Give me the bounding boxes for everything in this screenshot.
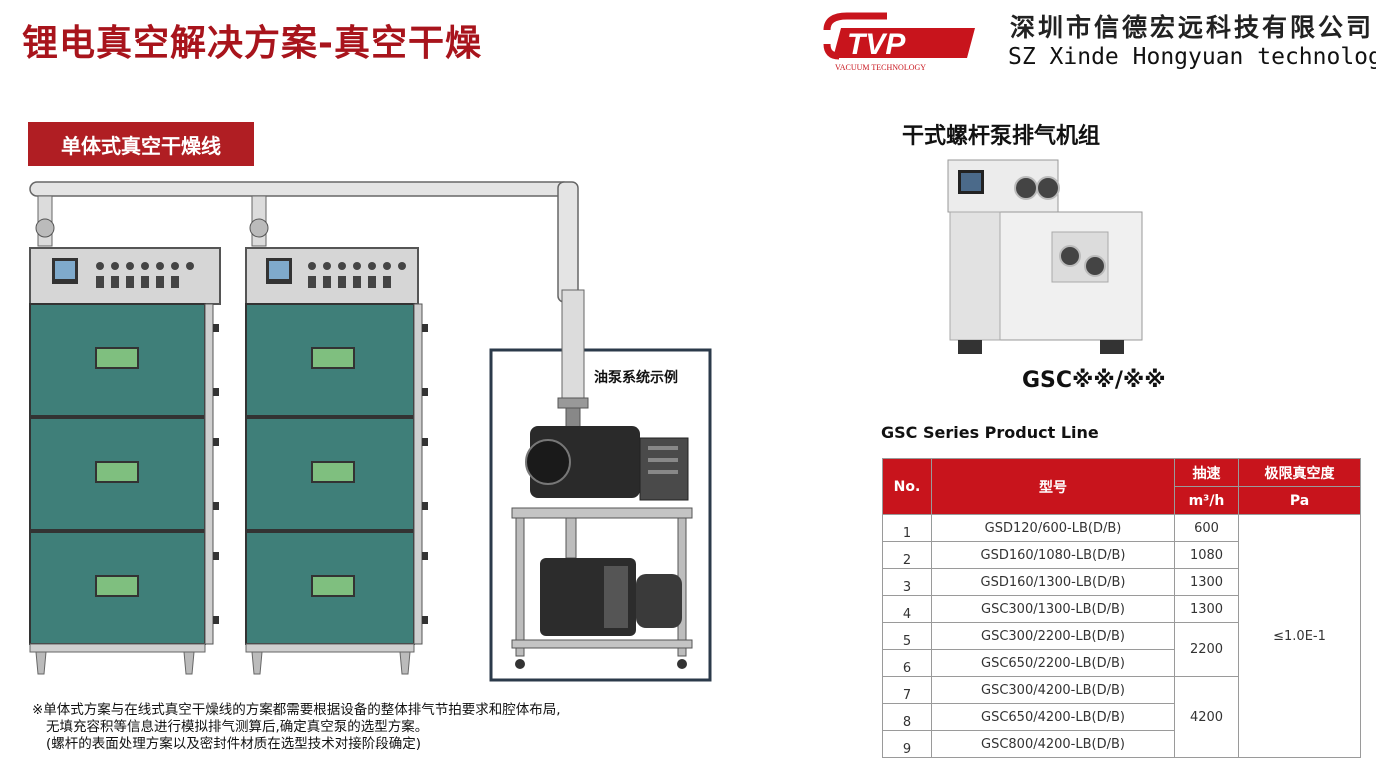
row-speed: 1300	[1174, 568, 1239, 596]
rotary-vane-pump-drawing	[540, 558, 682, 636]
drying-cabinet-1	[29, 247, 221, 675]
dry-screw-pump-unit-image	[947, 159, 1143, 354]
row-model: GSC800/4200-LB(D/B)	[931, 730, 1175, 758]
row-no: 8	[882, 703, 932, 731]
pump-model-label: GSC※※/※※	[1022, 368, 1166, 393]
row-model: GSC300/4200-LB(D/B)	[931, 676, 1175, 704]
note-line-2: 无填充容积等信息进行模拟排气测算后,确定真空泵的选型方案。	[46, 719, 429, 735]
row-no: 4	[882, 595, 932, 623]
row-model: GSD160/1300-LB(D/B)	[931, 568, 1175, 596]
row-model: GSC300/2200-LB(D/B)	[931, 622, 1175, 650]
row-speed: 600	[1174, 514, 1239, 542]
note-line-1: ※单体式方案与在线式真空干燥线的方案都需要根据设备的整体排气节拍要求和腔体布局,	[32, 702, 561, 718]
company-name-cn: 深圳市信德宏远科技有限公司	[1010, 13, 1375, 42]
logo-subtext: VACUUM TECHNOLOGY	[835, 63, 926, 72]
table-row: 1 GSD120/600-LB(D/B) 600 ≤1.0E-1	[882, 514, 1361, 758]
page-title: 锂电真空解决方案-真空干燥	[22, 23, 482, 64]
header-no: No.	[882, 458, 932, 515]
row-model: GSC650/2200-LB(D/B)	[931, 649, 1175, 677]
row-no: 2	[882, 541, 932, 569]
series-title: GSC Series Product Line	[881, 423, 1099, 442]
table-row: 8 GSC650/4200-LB(D/B)	[882, 703, 1361, 731]
row-no: 3	[882, 568, 932, 596]
row-no: 5	[882, 622, 932, 650]
roots-pump-drawing	[525, 426, 689, 501]
table-row: 4 GSC300/1300-LB(D/B) 1300	[882, 595, 1361, 623]
selection-note: ※单体式方案与在线式真空干燥线的方案都需要根据设备的整体排气节拍要求和腔体布局,…	[32, 702, 682, 753]
logo-text: TVP	[847, 28, 906, 61]
row-no: 9	[882, 730, 932, 758]
row-speed: 1080	[1174, 541, 1239, 569]
header-vacuum: 极限真空度	[1238, 458, 1361, 487]
table-row: 6 GSC650/2200-LB(D/B)	[882, 649, 1361, 677]
header-vacuum-unit: Pa	[1238, 486, 1361, 515]
vacuum-drying-line-illustration: 油泵系统示例	[29, 181, 712, 682]
note-line-3: (螺杆的表面处理方案以及密封件材质在选型技术对接阶段确定)	[46, 736, 422, 752]
company-name-en: SZ Xinde Hongyuan technology	[1008, 44, 1376, 70]
row-speed: 2200	[1174, 622, 1239, 677]
ultimate-vacuum-value: ≤1.0E-1	[1238, 514, 1361, 758]
row-model: GSC300/1300-LB(D/B)	[931, 595, 1175, 623]
oil-pump-label: 油泵系统示例	[594, 369, 678, 386]
product-line-table: No. 型号 抽速 极限真空度 m³/h Pa 1 GSD120/600-LB(…	[882, 458, 1361, 758]
company-logo: TVP VACUUM TECHNOLOGY	[817, 8, 987, 74]
pump-unit-title: 干式螺杆泵排气机组	[902, 124, 1101, 149]
row-no: 1	[882, 514, 932, 542]
row-speed: 4200	[1174, 676, 1239, 758]
table-row: 7 GSC300/4200-LB(D/B) 4200	[882, 676, 1361, 758]
row-model: GSC650/4200-LB(D/B)	[931, 703, 1175, 731]
row-model: GSD120/600-LB(D/B)	[931, 514, 1175, 542]
row-no: 7	[882, 676, 932, 704]
drying-cabinet-2	[245, 247, 428, 675]
header-model: 型号	[931, 458, 1175, 515]
table-row: 5 GSC300/2200-LB(D/B) 2200	[882, 622, 1361, 677]
row-speed: 1300	[1174, 595, 1239, 623]
header-speed-unit: m³/h	[1174, 486, 1239, 515]
table-row: 9 GSC800/4200-LB(D/B)	[882, 730, 1361, 758]
header-speed: 抽速	[1174, 458, 1239, 487]
row-model: GSD160/1080-LB(D/B)	[931, 541, 1175, 569]
table-row: 2 GSD160/1080-LB(D/B) 1080	[882, 541, 1361, 569]
section-badge: 单体式真空干燥线	[28, 122, 254, 166]
row-no: 6	[882, 649, 932, 677]
